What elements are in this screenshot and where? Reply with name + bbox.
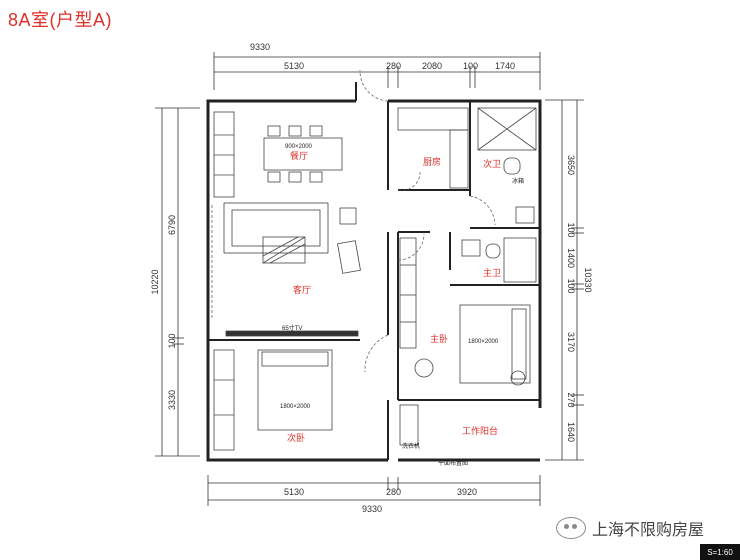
washer-label: 洗衣机 (402, 442, 420, 450)
outer-wall-left (206, 99, 388, 462)
master-wardrobe (399, 237, 417, 349)
dim-bottom-seg-1: 5130 (284, 487, 304, 497)
dim-bottom-total: 9330 (362, 504, 382, 514)
dim-right-seg-1: 3650 (566, 155, 576, 175)
wechat-icon (556, 517, 586, 539)
tv-label: 65寸TV (282, 324, 302, 332)
entry-door-swing (359, 69, 389, 102)
second-bed-door-swing (364, 334, 389, 373)
balcony-cabinet (399, 404, 419, 446)
master-bed-size: 1800×2000 (468, 339, 499, 345)
dim-top-seg-3: 2080 (422, 61, 442, 71)
plan-caption: 平面布置图 (438, 459, 468, 467)
room-second-bed: 次卧 (287, 432, 305, 443)
sofa (223, 202, 329, 254)
dim-right-seg-2: 100 (566, 222, 576, 237)
outer-wall-right (388, 99, 542, 408)
scale-badge: S=1:60 (700, 544, 740, 560)
dim-left-total: 10220 (150, 269, 160, 294)
shower-second (477, 107, 537, 151)
toilet-master (485, 243, 501, 259)
coffee-table (262, 236, 306, 264)
dim-right-seg-5: 3170 (566, 332, 576, 352)
dining-cabinet (213, 111, 235, 198)
dim-bottom-seg-2: 280 (386, 487, 401, 497)
armchair (337, 240, 361, 274)
dim-top-seg-4: 100 (463, 61, 478, 71)
dining-table (263, 137, 343, 171)
dim-left-seg-2: 100 (167, 333, 177, 348)
room-dining: 餐厅 (290, 150, 308, 161)
fridge-label: 冰箱 (512, 177, 524, 185)
dim-bottom-seg-3: 3920 (457, 487, 477, 497)
watermark: 上海不限购房屋 (556, 516, 704, 540)
second-bed (257, 349, 333, 431)
bath-door-swing (469, 195, 496, 226)
dim-right-seg-7: 1640 (566, 422, 576, 442)
dim-top-seg-1: 5130 (284, 61, 304, 71)
toilet-second (503, 157, 521, 175)
dim-top-seg-2: 280 (386, 61, 401, 71)
room-living: 客厅 (293, 284, 311, 295)
dim-right-seg-3: 1400 (566, 248, 576, 268)
room-kitchen: 厨房 (423, 156, 441, 167)
dim-left-seg-1: 6790 (167, 215, 177, 235)
second-bed-size: 1800×2000 (280, 404, 311, 410)
plan-title: 8A室(户型A) (8, 10, 113, 30)
watermark-text: 上海不限购房屋 (592, 522, 705, 539)
tv-bar (225, 330, 359, 337)
kitchen-door-swing (397, 171, 421, 191)
dim-top-total: 9330 (250, 42, 270, 52)
master-bed (459, 304, 531, 384)
room-work-balcony: 工作阳台 (462, 425, 498, 436)
dim-right-seg-4: 100 (566, 278, 576, 293)
kitchen-counter (397, 107, 469, 131)
dining-table-size: 900×2000 (285, 144, 313, 150)
dim-top-seg-5: 1740 (495, 61, 515, 71)
second-bed-wardrobe (213, 349, 235, 451)
room-master-bed: 主卧 (430, 333, 448, 344)
dim-left-seg-3: 3330 (167, 390, 177, 410)
dim-right-seg-6: 270 (566, 392, 576, 407)
dim-right-total: 10330 (583, 267, 593, 292)
room-master-bath: 主卫 (483, 267, 501, 278)
room-second-bath: 次卫 (483, 158, 501, 169)
